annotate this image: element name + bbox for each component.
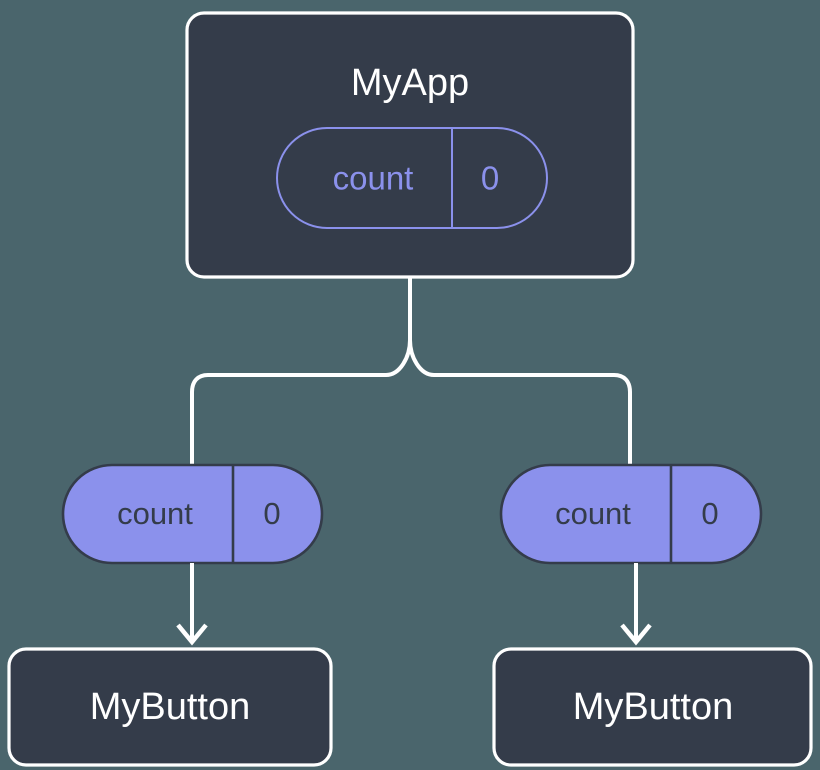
mybutton-left-box-fill (9, 649, 331, 765)
mybutton-right-box-fill (494, 649, 811, 765)
mybutton-right-box-border (492, 647, 813, 767)
myapp-state-pill-outline (276, 127, 548, 229)
myapp-label: MyApp (351, 62, 469, 104)
left-prop-pill-body (61, 463, 324, 565)
left-arrow-head-icon (176, 623, 208, 646)
node-mybutton-right[interactable]: MyButton (492, 647, 813, 767)
node-mybutton-left[interactable]: MyButton (7, 647, 333, 767)
right-arrow-head-icon (620, 623, 652, 646)
right-prop-key: count (555, 496, 631, 531)
mybutton-right-label: MyButton (573, 686, 734, 728)
myapp-box-border (185, 11, 635, 279)
mybutton-left-label: MyButton (90, 686, 251, 728)
left-prop-pill[interactable]: count 0 (61, 463, 324, 565)
left-prop-value: 0 (263, 496, 280, 531)
myapp-box-fill (187, 13, 633, 277)
mybutton-left-box-border (7, 647, 333, 767)
right-prop-pill[interactable]: count 0 (499, 463, 763, 565)
node-myapp[interactable]: MyApp count 0 (185, 11, 635, 279)
right-prop-pill-body (499, 463, 763, 565)
connector-group (190, 277, 632, 467)
myapp-state-value: 0 (481, 160, 499, 197)
myapp-state-pill[interactable]: count 0 (276, 127, 548, 229)
arrow-group (176, 563, 652, 646)
connector-fork-left (190, 339, 412, 467)
connector-fork-right (408, 339, 632, 467)
myapp-state-key: count (333, 160, 414, 197)
right-prop-value: 0 (701, 496, 718, 531)
left-prop-key: count (117, 496, 193, 531)
